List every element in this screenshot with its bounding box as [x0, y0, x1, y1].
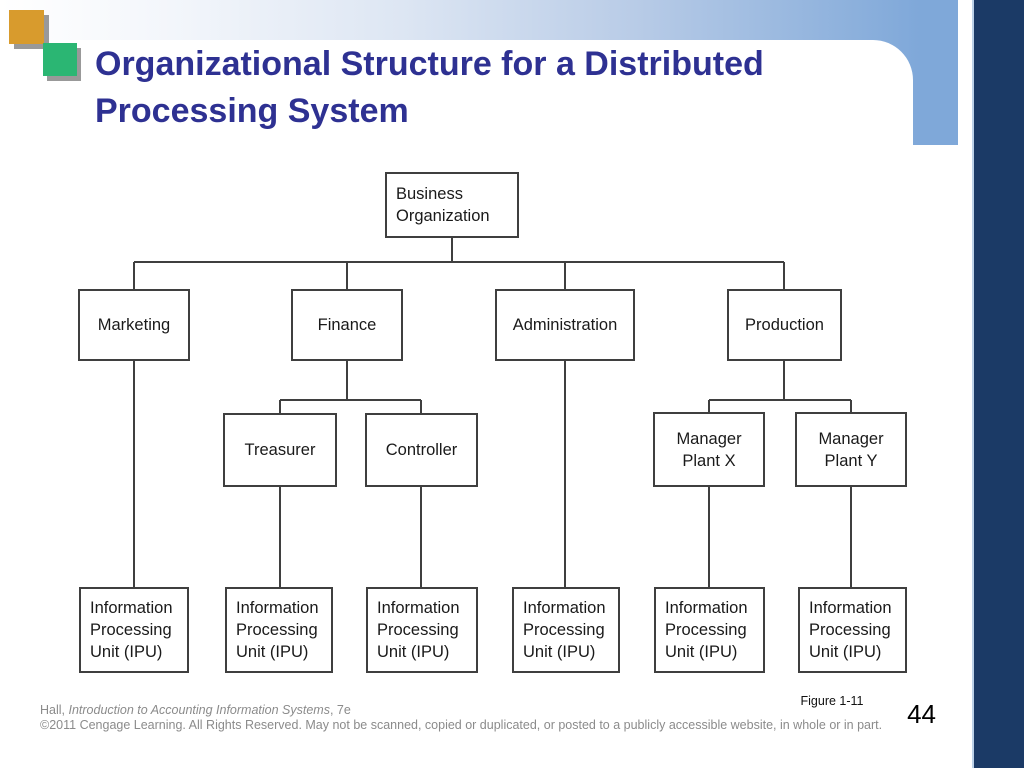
org-node-label-line: Information [377, 599, 460, 617]
org-node-controller: Controller [365, 413, 478, 487]
footer-book-title: Introduction to Accounting Information S… [68, 703, 330, 717]
org-node-label-line: Finance [317, 316, 377, 334]
org-node-label-line: Processing [236, 621, 318, 639]
org-node-label-line: Information [90, 599, 173, 617]
org-node-label-line: Production [745, 316, 824, 334]
org-node-label-line: Organization [396, 207, 490, 225]
connector-line [280, 399, 421, 401]
orange-square-decoration [9, 10, 44, 44]
org-node-treasurer: Treasurer [223, 413, 337, 487]
org-node-label-line: Unit (IPU) [809, 643, 882, 661]
org-node-label-line: Information [665, 599, 748, 617]
org-node-label-line: Unit (IPU) [90, 643, 163, 661]
org-node-marketing: Marketing [78, 289, 190, 361]
org-node-administration: Administration [495, 289, 635, 361]
connector-line [134, 261, 784, 263]
connector-line [783, 361, 785, 400]
connector-line [279, 400, 281, 413]
org-node-label-line: Treasurer [244, 441, 316, 459]
connector-line [709, 399, 851, 401]
org-node-label-line: Information [809, 599, 892, 617]
connector-line [346, 262, 348, 289]
org-node-label-line: Unit (IPU) [523, 643, 596, 661]
title-line-1: Organizational Structure for a Distribut… [95, 45, 764, 83]
org-node-finance: Finance [291, 289, 403, 361]
org-node-label-line: Business [396, 185, 463, 203]
org-node-production: Production [727, 289, 842, 361]
connector-line [420, 400, 422, 413]
footer-edition: , 7e [329, 703, 351, 717]
page-number: 44 [907, 699, 936, 729]
connector-line [850, 400, 852, 412]
org-node-label-line: Unit (IPU) [377, 643, 450, 661]
connector-line [133, 361, 135, 587]
connector-line [783, 262, 785, 289]
org-node-label-line: Information [523, 599, 606, 617]
org-node-label-line: Processing [377, 621, 459, 639]
org-node-label-line: Administration [512, 316, 618, 334]
connector-line [708, 400, 710, 412]
title-plate [0, 40, 913, 146]
org-node-label-line: Processing [665, 621, 747, 639]
footer-line-2: ©2011 Cengage Learning. All Rights Reser… [40, 718, 883, 732]
slide-title: Organizational Structure for a Distribut… [95, 41, 895, 135]
connector-line [451, 238, 453, 262]
org-node-label-line: Information [236, 599, 319, 617]
footer-line-1: Hall, Introduction to Accounting Informa… [40, 703, 900, 718]
org-node-label-line: Manager [818, 429, 884, 448]
org-node-label-line: Manager [676, 429, 742, 448]
connector-line [564, 361, 566, 587]
connector-line [279, 487, 281, 587]
org-node-label-line: Plant X [682, 451, 736, 470]
org-node-label-line: Processing [809, 621, 891, 639]
footer-author: Hall, [40, 703, 69, 717]
figure-caption: Figure 1-11 [800, 694, 864, 708]
org-node-label-line: Controller [385, 441, 458, 459]
org-node-label-line: Plant Y [824, 451, 878, 470]
connector-line [346, 361, 348, 400]
org-node-label-line: Unit (IPU) [665, 643, 738, 661]
connector-line [564, 262, 566, 289]
org-node-label-line: Unit (IPU) [236, 643, 309, 661]
connector-line [708, 487, 710, 587]
connector-line [850, 487, 852, 587]
connector-line [133, 262, 135, 289]
green-square-decoration [43, 43, 77, 76]
org-node-label-line: Marketing [97, 316, 171, 334]
title-line-2: Processing System [95, 92, 409, 130]
right-sidebar-bar [972, 0, 1024, 768]
org-node-label-line: Processing [523, 621, 605, 639]
footer-copyright: Hall, Introduction to Accounting Informa… [40, 703, 900, 733]
connector-line [420, 487, 422, 587]
org-node-label-line: Processing [90, 621, 172, 639]
